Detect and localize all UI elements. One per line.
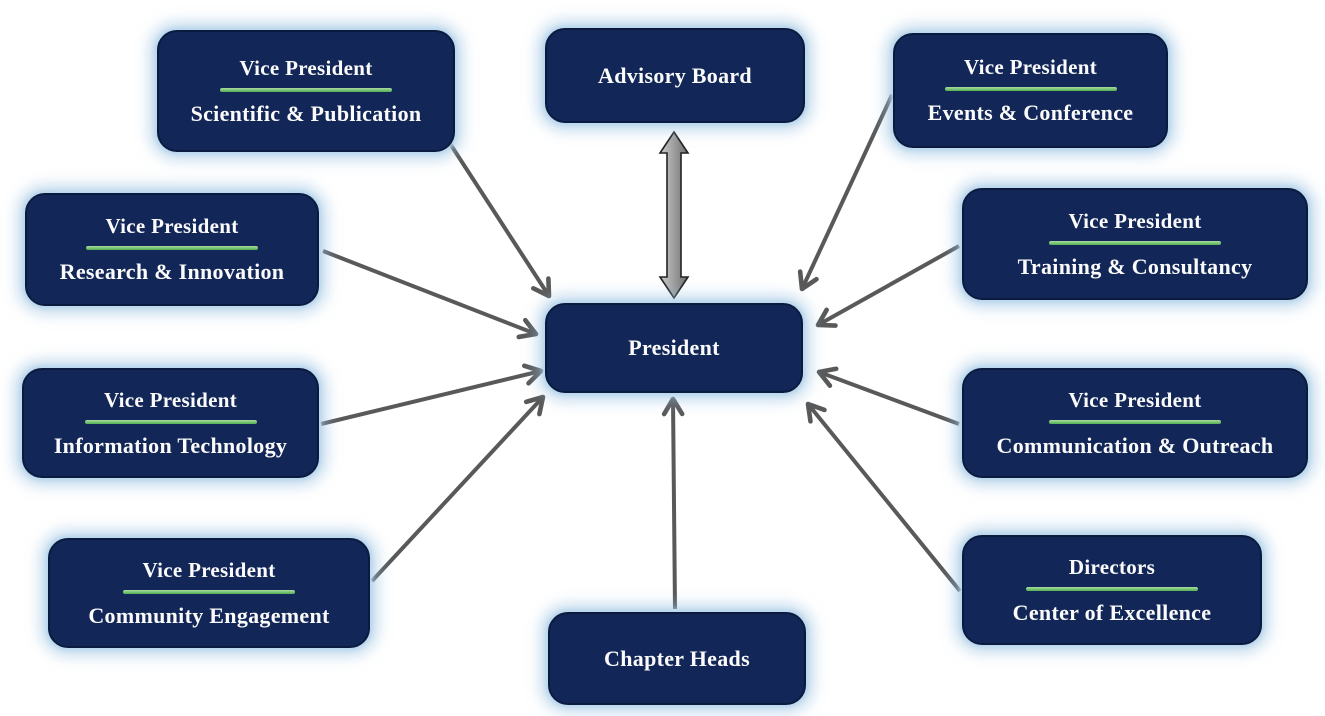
node-subtitle: Training & Consultancy (1017, 253, 1253, 279)
node-subtitle: Information Technology (53, 432, 288, 458)
node-title: Directors (1068, 554, 1156, 579)
node-subtitle: Scientific & Publication (190, 100, 422, 126)
node-directors: Directors Center of Excellence (962, 535, 1262, 645)
node-title: Vice President (1068, 387, 1202, 412)
node-label: Advisory Board (598, 62, 752, 88)
node-subtitle: Communication & Outreach (996, 432, 1274, 458)
node-subtitle: Center of Excellence (1012, 599, 1212, 625)
node-title: Vice President (105, 214, 239, 238)
green-divider (220, 87, 392, 92)
green-divider (123, 589, 295, 594)
node-subtitle: Research & Innovation (59, 259, 285, 284)
node-subtitle: Community Engagement (88, 602, 330, 628)
arrow-chapter-heads-to-president (661, 396, 685, 610)
node-title: Vice President (142, 557, 276, 582)
green-divider (84, 419, 257, 424)
node-vp-communication: Vice President Communication & Outreach (962, 368, 1308, 478)
green-divider (1049, 240, 1221, 245)
node-vp-scientific: Vice President Scientific & Publication (157, 30, 455, 152)
arrow-vp-communication-to-president (816, 366, 960, 426)
node-label: President (628, 335, 720, 360)
node-vp-training: Vice President Training & Consultancy (962, 188, 1308, 300)
green-divider (1049, 419, 1221, 424)
node-label: Chapter Heads (604, 645, 750, 671)
arrow-vp-it-to-president (320, 363, 544, 426)
arrow-directors-to-president (805, 401, 962, 593)
arrow-vp-training-to-president (815, 244, 960, 328)
green-divider (944, 87, 1117, 91)
arrow-vp-scientific-to-president (445, 137, 552, 299)
node-subtitle: Events & Conference (927, 100, 1134, 125)
node-title: Vice President (1068, 208, 1202, 233)
node-president: President (545, 303, 803, 393)
green-divider (86, 246, 258, 250)
node-title: Vice President (239, 55, 373, 80)
node-vp-information-technology: Vice President Information Technology (22, 368, 319, 478)
green-divider (1026, 586, 1198, 591)
node-title: Vice President (103, 387, 238, 412)
node-chapter-heads: Chapter Heads (548, 612, 806, 705)
double-arrow-advisory-president (658, 130, 690, 300)
node-advisory-board: Advisory Board (545, 28, 805, 123)
node-vp-community: Vice President Community Engagement (48, 538, 370, 648)
node-title: Vice President (963, 55, 1098, 79)
arrow-vp-events-to-president (797, 94, 894, 292)
node-vp-research: Vice President Research & Innovation (25, 193, 319, 306)
arrow-vp-community-to-president (370, 394, 546, 583)
node-vp-events: Vice President Events & Conference (893, 33, 1168, 148)
arrow-vp-research-to-president (322, 249, 539, 340)
